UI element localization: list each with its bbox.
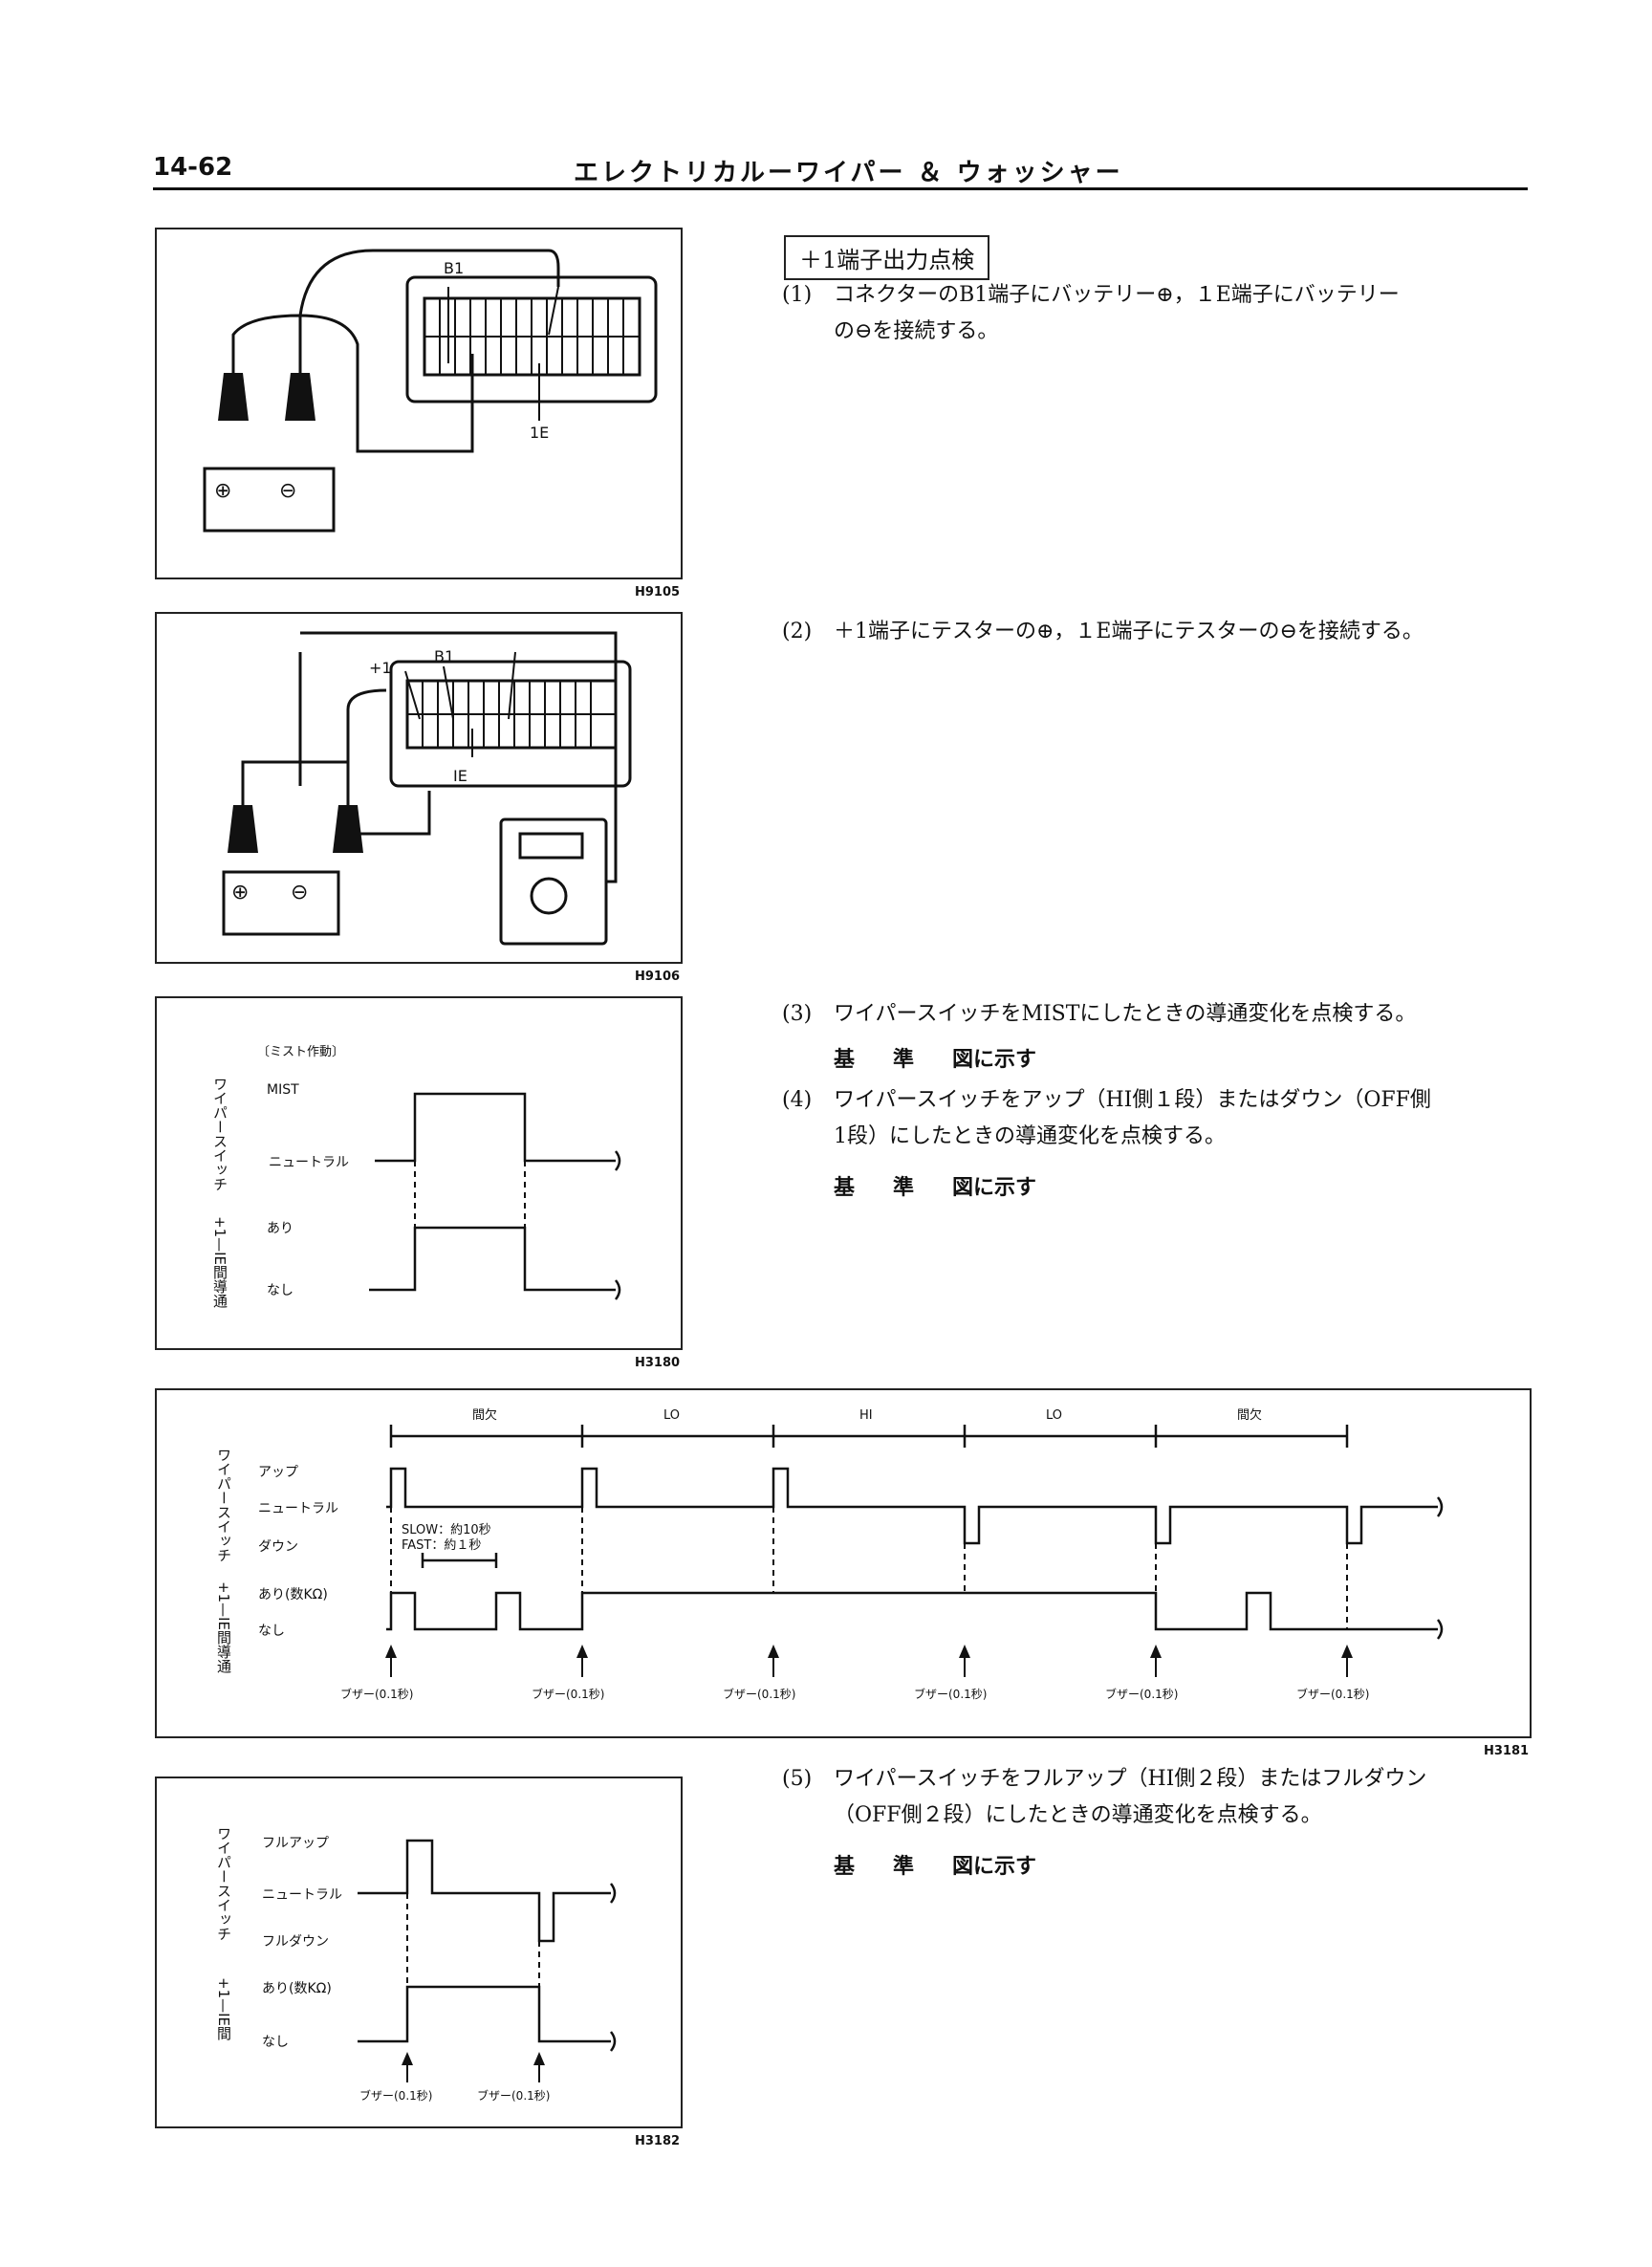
label-wiper-switch: ワイパースイッチ [215,1826,232,1941]
label-wiper-switch: ワイパースイッチ [215,1448,232,1562]
label-neutral: ニュートラル [269,1155,349,1170]
standard-note: 基準図に示す [834,1175,1037,1200]
full-up-down-timing-chart: フルアップ ニュートラル フルダウン あり(数KΩ) なし ブザー(0.1秒) … [262,1836,617,2103]
standard-note: 基準図に示す [834,1854,1037,1879]
label-neutral: ニュートラル [262,1887,342,1903]
step-number: (2) [782,620,813,643]
segment-label: LO [1046,1408,1062,1423]
label-conduction: +1—IE間 [215,1977,232,2041]
label-on: あり(数KΩ) [262,1981,332,1996]
label-b1: B1 [434,647,454,665]
label-full-down: フルダウン [262,1934,329,1950]
label-slow: SLOW：約10秒 [402,1523,491,1537]
figure-up-down-timing: 間欠 LO HI LO 間欠 アップ ニュートラル ダウン あり(数KΩ) なし… [155,1388,1532,1738]
label-1e: 1E [530,424,549,442]
label-off: なし [262,2035,289,2050]
step-3: (3) ワイパースイッチをMISTにしたときの導通変化を点検する。 [782,996,1528,1035]
figure-code: H3180 [635,1356,681,1370]
step-number: (3) [782,1002,813,1026]
tester-connection-diagram: +1 B1 IE ⊕ ⊖ [222,631,632,946]
label-up: アップ [258,1465,298,1480]
section-heading: ＋1端子出力点検 [784,235,990,280]
label-conduction: +1—IE間導通 [215,1581,232,1674]
label-off: なし [267,1283,293,1298]
step-text: ＋1端子にテスターの⊕，１E端子にテスターの⊖を接続する。 [834,620,1424,643]
label-fast: FAST：約１秒 [402,1538,481,1553]
battery-plus-icon: ⊕ [231,881,249,905]
segment-label: 間欠 [472,1407,497,1423]
figure-mist-timing: 〔ミスト作動〕 MIST ニュートラル あり なし ワイパースイッチ +1—IE… [155,996,683,1350]
page-number: 14-62 [153,153,233,182]
buzzer-label: ブザー(0.1秒) [359,2088,432,2103]
label-conduction: +1—IE間導通 [211,1216,228,1309]
up-down-timing-chart: 間欠 LO HI LO 間欠 アップ ニュートラル ダウン あり(数KΩ) なし… [258,1407,1444,1701]
buzzer-label: ブザー(0.1秒) [340,1687,413,1701]
step-number: (4) [782,1088,813,1112]
figure-tester-connection: +1 B1 IE ⊕ ⊖ [155,612,683,964]
figure-battery-connection: B1 1E ⊕ ⊖ [155,228,683,579]
battery-minus-icon: ⊖ [279,479,296,503]
label-down: ダウン [258,1539,298,1555]
step-text: ワイパースイッチをフルアップ（HI側２段）またはフルダウン（OFF側２段）にした… [834,1767,1427,1827]
label-off: なし [258,1624,285,1639]
battery-minus-icon: ⊖ [291,881,308,905]
label-b1: B1 [444,259,464,277]
buzzer-label: ブザー(0.1秒) [723,1687,795,1701]
step-5: (5) ワイパースイッチをフルアップ（HI側２段）またはフルダウン（OFF側２段… [782,1761,1528,1838]
step-text: コネクターのB1端子にバッテリー⊕，１E端子にバッテリーの⊖を接続する。 [834,283,1400,343]
buzzer-label: ブザー(0.1秒) [477,2088,550,2103]
segment-label: 間欠 [1237,1407,1262,1423]
step-text: ワイパースイッチをMISTにしたときの導通変化を点検する。 [834,1002,1417,1026]
step-2: (2) ＋1端子にテスターの⊕，１E端子にテスターの⊖を接続する。 [782,614,1528,652]
label-on: あり(数KΩ) [258,1587,328,1602]
figure-code: H3182 [635,2134,681,2148]
step-1: (1) コネクターのB1端子にバッテリー⊕，１E端子にバッテリーの⊖を接続する。 [782,277,1528,354]
label-wiper-switch: ワイパースイッチ [211,1077,228,1191]
figure-code: H3181 [1484,1744,1530,1758]
label-neutral: ニュートラル [258,1501,338,1516]
battery-plus-icon: ⊕ [214,479,231,503]
buzzer-label: ブザー(0.1秒) [532,1687,604,1701]
figure-full-up-down-timing: フルアップ ニュートラル フルダウン あり(数KΩ) なし ブザー(0.1秒) … [155,1777,683,2128]
label-ie: IE [453,767,467,785]
standard-note: 基準図に示す [834,1047,1037,1072]
segment-label: LO [663,1408,680,1423]
buzzer-label: ブザー(0.1秒) [914,1687,987,1701]
battery-connection-diagram: B1 1E ⊕ ⊖ [203,249,658,533]
figure-code: H9106 [635,970,681,984]
mist-timing-chart: 〔ミスト作動〕 MIST ニュートラル あり なし [257,1045,621,1300]
step-number: (5) [782,1767,813,1791]
header-rule [153,187,1528,190]
figure-code: H9105 [635,585,681,599]
fig3-caption: 〔ミスト作動〕 [257,1045,344,1059]
step-number: (1) [782,283,813,307]
buzzer-label: ブザー(0.1秒) [1105,1687,1178,1701]
label-on: あり [267,1221,293,1236]
label-plus1: +1 [369,659,392,677]
label-full-up: フルアップ [262,1836,329,1851]
segment-label: HI [859,1408,873,1423]
page-title: エレクトリカルーワイパー ＆ ウォッシャー [574,159,1123,187]
buzzer-label: ブザー(0.1秒) [1296,1687,1369,1701]
label-mist: MIST [267,1082,299,1098]
